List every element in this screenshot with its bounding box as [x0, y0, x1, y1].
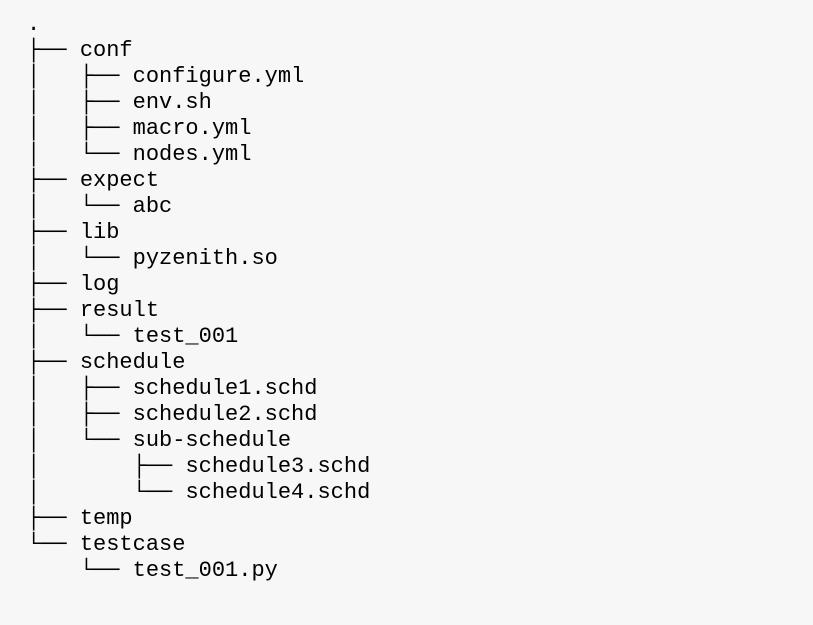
tree-row: │ ├── env.sh	[27, 90, 813, 116]
tree-row: ├── log	[27, 272, 813, 298]
tree-branch-glyphs: ├──	[27, 350, 80, 375]
tree-root-label: .	[27, 12, 41, 37]
tree-row: ├── conf	[27, 38, 813, 64]
tree-row: │ └── schedule4.schd	[27, 480, 813, 506]
tree-row: ├── temp	[27, 506, 813, 532]
tree-row: ├── lib	[27, 220, 813, 246]
tree-entry-name: abc	[132, 194, 173, 219]
tree-branch-glyphs: │ └──	[27, 480, 186, 505]
tree-branch-glyphs: ├──	[27, 168, 80, 193]
tree-branch-glyphs: │ ├──	[27, 116, 133, 141]
tree-row: │ ├── configure.yml	[27, 64, 813, 90]
tree-row: │ └── pyzenith.so	[27, 246, 813, 272]
tree-row: │ └── nodes.yml	[27, 142, 813, 168]
tree-entry-name: temp	[79, 506, 133, 531]
tree-entry-name: schedule4.schd	[185, 480, 371, 505]
tree-entry-name: schedule3.schd	[185, 454, 371, 479]
tree-entry-name: configure.yml	[132, 64, 305, 89]
tree-branch-glyphs: ├──	[27, 506, 80, 531]
tree-branch-glyphs: ├──	[27, 220, 80, 245]
tree-branch-glyphs: │ ├──	[27, 90, 133, 115]
tree-entry-name: env.sh	[132, 90, 212, 115]
tree-branch-glyphs: │ └──	[27, 324, 133, 349]
tree-entry-name: result	[79, 298, 160, 323]
tree-row: │ ├── schedule1.schd	[27, 376, 813, 402]
directory-tree: . ├── conf │ ├── configure.yml │ ├── env…	[27, 12, 813, 584]
tree-entry-name: schedule2.schd	[132, 402, 318, 427]
tree-branch-glyphs: ├──	[27, 298, 80, 323]
tree-row: │ └── abc	[27, 194, 813, 220]
tree-branch-glyphs: │ ├──	[27, 64, 133, 89]
tree-row: └── test_001.py	[27, 558, 813, 584]
tree-branch-glyphs: │ └──	[27, 194, 133, 219]
tree-row: │ ├── schedule2.schd	[27, 402, 813, 428]
tree-entry-name: lib	[79, 220, 120, 245]
tree-branch-glyphs: │ ├──	[27, 402, 133, 427]
tree-branch-glyphs: └──	[27, 558, 133, 583]
tree-root-row: .	[27, 12, 813, 38]
tree-row: │ ├── schedule3.schd	[27, 454, 813, 480]
tree-branch-glyphs: │ └──	[27, 246, 133, 271]
tree-entry-name: expect	[79, 168, 160, 193]
tree-entry-name: test_001.py	[132, 558, 278, 583]
tree-row: │ └── test_001	[27, 324, 813, 350]
tree-branch-glyphs: └──	[27, 532, 80, 557]
tree-branch-glyphs: │ └──	[27, 428, 133, 453]
tree-entry-name: sub-schedule	[132, 428, 292, 453]
tree-row: └── testcase	[27, 532, 813, 558]
tree-row: ├── schedule	[27, 350, 813, 376]
tree-branch-glyphs: │ ├──	[27, 376, 133, 401]
tree-branch-glyphs: ├──	[27, 38, 80, 63]
tree-entry-name: pyzenith.so	[132, 246, 278, 271]
tree-entry-name: testcase	[79, 532, 186, 557]
tree-branch-glyphs: │ ├──	[27, 454, 186, 479]
tree-entry-name: macro.yml	[132, 116, 252, 141]
tree-entry-name: conf	[79, 38, 133, 63]
tree-row: │ ├── macro.yml	[27, 116, 813, 142]
tree-row: ├── expect	[27, 168, 813, 194]
tree-entry-name: nodes.yml	[132, 142, 252, 167]
tree-row: ├── result	[27, 298, 813, 324]
tree-entry-name: schedule	[79, 350, 186, 375]
tree-branch-glyphs: │ └──	[27, 142, 133, 167]
tree-row: │ └── sub-schedule	[27, 428, 813, 454]
tree-entry-name: log	[79, 272, 120, 297]
tree-entry-name: test_001	[132, 324, 239, 349]
tree-branch-glyphs: ├──	[27, 272, 80, 297]
tree-entries: ├── conf │ ├── configure.yml │ ├── env.s…	[27, 38, 813, 584]
tree-entry-name: schedule1.schd	[132, 376, 318, 401]
